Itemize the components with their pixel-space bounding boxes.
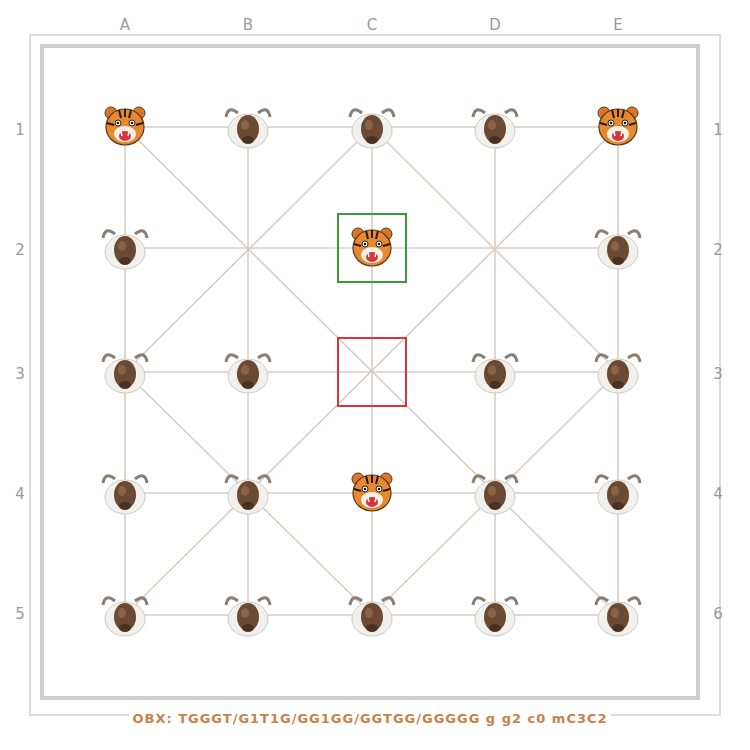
goat-piece [350, 110, 394, 148]
row-number: 5 [15, 606, 25, 623]
row-number: 6 [713, 606, 723, 623]
goat-piece [596, 231, 640, 269]
goat-piece [473, 110, 517, 148]
row-number: 3 [713, 366, 723, 383]
goat-piece [103, 476, 147, 514]
col-letter: B [243, 17, 253, 34]
row-number: 2 [15, 242, 25, 259]
goat-piece [226, 598, 270, 636]
tiger-piece [352, 473, 392, 511]
goat-piece [596, 476, 640, 514]
row-number: 4 [713, 486, 723, 503]
goat-piece [596, 355, 640, 393]
tiger-piece [352, 228, 392, 266]
col-letter: C [367, 17, 377, 34]
col-letter: D [489, 17, 501, 34]
goat-piece [226, 355, 270, 393]
col-letter: E [613, 17, 622, 34]
selected-square [338, 214, 406, 282]
goat-piece [226, 110, 270, 148]
goat-piece [103, 231, 147, 269]
goat-piece [350, 598, 394, 636]
row-number: 2 [713, 242, 723, 259]
row-number: 4 [15, 486, 25, 503]
goat-piece [596, 598, 640, 636]
goat-piece [103, 355, 147, 393]
board-frame [30, 35, 720, 715]
row-number: 3 [15, 366, 25, 383]
goat-piece [103, 598, 147, 636]
goat-piece [473, 598, 517, 636]
grid-lines [125, 127, 618, 615]
goat-piece [473, 476, 517, 514]
position-code: OBX: TGGGT/G1T1G/GG1GG/GGTGG/GGGGG g g2 … [129, 712, 610, 726]
row-number: 1 [713, 122, 723, 139]
tiger-piece [105, 107, 145, 145]
row-number: 1 [15, 122, 25, 139]
tiger-piece [598, 107, 638, 145]
pieces [103, 107, 640, 636]
goat-piece [226, 476, 270, 514]
goat-piece [473, 355, 517, 393]
origin-square [338, 338, 406, 406]
col-letter: A [120, 17, 130, 34]
